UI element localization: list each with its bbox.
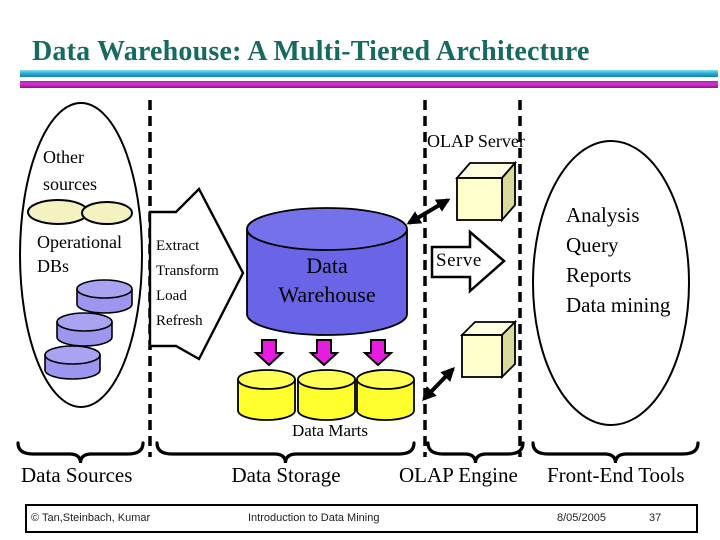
other-source-ellipse-icon <box>81 201 133 225</box>
tier-label-olap-engine: OLAP Engine <box>399 463 518 487</box>
divider-cyan <box>20 70 718 77</box>
operational-dbs-label: Operational DBs <box>37 232 122 276</box>
footer-bar: © Tan,Steinbach, Kumar Introduction to D… <box>25 504 698 533</box>
serve-label: Serve <box>436 250 482 271</box>
bidirectional-arrow-icon <box>406 198 451 225</box>
list-item: Reports <box>566 263 632 287</box>
brace-data-sources <box>16 441 145 464</box>
list-item: Data mining <box>566 293 671 317</box>
brace-olap-engine <box>426 441 525 464</box>
tier-label-data-storage: Data Storage <box>231 463 341 487</box>
tier-label-front-end-tools: Front-End Tools <box>547 463 685 487</box>
other-source-ellipse-icon <box>27 199 89 225</box>
list-item: Analysis <box>566 203 640 227</box>
etl-arrow <box>148 186 245 361</box>
operational-db-cylinder-icon <box>56 312 113 347</box>
divider-magenta <box>20 81 718 88</box>
down-arrow-icon <box>308 339 340 367</box>
footer-copyright: © Tan,Steinbach, Kumar <box>31 512 151 524</box>
etl-label: Extract Transform Load Refresh <box>156 238 219 329</box>
data-marts-label: Data Marts <box>291 421 368 440</box>
bidirectional-arrow-icon <box>422 366 455 402</box>
down-arrow-icon <box>253 339 285 367</box>
footer-page-number: 37 <box>649 512 662 524</box>
down-arrow-icon <box>362 339 394 367</box>
data-mart-cylinder-icon <box>237 369 296 421</box>
list-item: Query <box>566 233 619 257</box>
olap-cube-icon <box>459 319 518 380</box>
tier-label-data-sources: Data Sources <box>21 463 133 487</box>
olap-server-label: OLAP Server <box>427 131 525 151</box>
warehouse-cylinder <box>246 207 408 336</box>
operational-db-cylinder-icon <box>44 345 101 380</box>
footer-date: 8/05/2005 <box>557 512 606 524</box>
data-warehouse-label: Data Warehouse <box>278 253 376 307</box>
slide-title: Data Warehouse: A Multi-Tiered Architect… <box>32 36 590 67</box>
frontend-tools-ellipse <box>532 140 690 426</box>
serve-arrow <box>430 229 506 294</box>
data-mart-cylinder-icon <box>297 369 356 421</box>
other-sources-label: Other sources <box>43 147 97 194</box>
operational-db-cylinder-icon <box>76 279 133 314</box>
footer-course-title: Introduction to Data Mining <box>248 512 380 524</box>
brace-front-end-tools <box>531 441 700 464</box>
brace-data-storage <box>155 441 416 464</box>
frontend-tools-list: Analysis Query Reports Data mining <box>566 200 670 320</box>
olap-cube-icon <box>455 160 517 223</box>
data-mart-cylinder-icon <box>356 369 415 421</box>
